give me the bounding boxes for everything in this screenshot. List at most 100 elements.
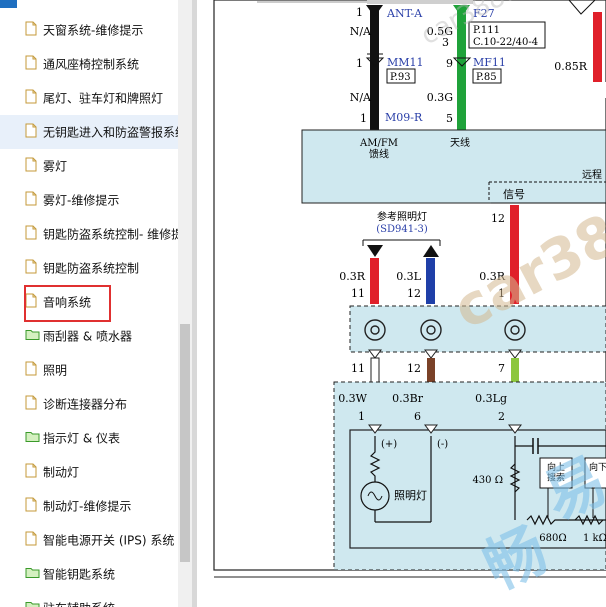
signal-label: 信号 (503, 188, 525, 201)
pane-splitter[interactable] (192, 0, 197, 607)
unit-label: 远程 (582, 169, 602, 181)
resistor-label: 1 kΩ (583, 533, 606, 544)
document-icon (25, 497, 37, 515)
pin-label: 1 (360, 112, 367, 125)
page-ref: P.111 (473, 25, 500, 36)
wire-color-label: N/A (350, 25, 372, 38)
tree-item[interactable]: 钥匙防盗系统控制- 维修提示 (0, 217, 180, 251)
toolbar-tab[interactable] (0, 0, 17, 8)
wire-red (510, 205, 519, 304)
document-icon (25, 395, 37, 413)
tree-item-label: 智能钥匙系统 (43, 567, 116, 582)
pin-label: 7 (498, 362, 505, 375)
document-icon (25, 21, 37, 39)
ref-code: (SD941-3) (376, 224, 428, 235)
document-icon (25, 225, 37, 243)
tree-item-label: 制动灯-维修提示 (43, 499, 132, 514)
pin-label: 11 (351, 362, 365, 375)
tree-item[interactable]: 驻车辅助系统 (0, 591, 180, 607)
connector-label: MF11 (473, 56, 506, 69)
tree-item[interactable]: 指示灯 & 仪表 (0, 421, 180, 455)
tree-scrollbar-thumb[interactable] (180, 324, 190, 562)
connector-label: MM11 (387, 56, 424, 69)
tree-item[interactable]: 制动灯-维修提示 (0, 489, 180, 523)
page-ref: C.10-22/40-4 (473, 37, 538, 48)
folder-icon (25, 329, 40, 344)
tree-item[interactable]: 尾灯、驻车灯和牌照灯 (0, 81, 180, 115)
document-icon (25, 123, 37, 141)
tree-item[interactable]: 天窗系统-维修提示 (0, 13, 180, 47)
lamp-label: 照明灯 (394, 489, 427, 502)
tree-item-label: 钥匙防盗系统控制 (43, 261, 140, 276)
tree-item[interactable]: 钥匙防盗系统控制 (0, 251, 180, 285)
pin-label: 6 (414, 410, 421, 423)
wiring-diagram: 1 ANT-A N/A 1 MM11 P.93 N/A 1 M09-R F27 … (197, 0, 606, 607)
wire-color-label: 0.3W (338, 392, 367, 405)
document-icon (25, 293, 37, 311)
search-up-switch (539, 457, 573, 489)
lamp-icon (360, 481, 390, 511)
document-icon (25, 55, 37, 73)
connector-arrow (366, 5, 383, 17)
switch-label: 向下 (589, 461, 606, 473)
tree-item[interactable]: 诊断连接器分布 (0, 387, 180, 421)
unit-label: 天线 (450, 136, 470, 149)
tree-item-label: 照明 (43, 363, 68, 378)
tree-item[interactable]: 雾灯 (0, 149, 180, 183)
tree-item[interactable]: 无钥匙进入和防盗警报系统 (0, 115, 180, 149)
tree-item[interactable]: 雾灯-维修提示 (0, 183, 180, 217)
pin-label: 1 (498, 287, 505, 300)
tree-item-label: 雾灯 (43, 159, 68, 174)
pin-label: 3 (442, 36, 449, 49)
pin-label: 5 (446, 112, 453, 125)
pin-label: 1 (356, 6, 363, 19)
tree-item[interactable]: 音响系统 (0, 285, 180, 319)
wire-color-label: N/A (350, 91, 372, 104)
tree-item[interactable]: 制动灯 (0, 455, 180, 489)
tree-item-label: 雾灯-维修提示 (43, 193, 120, 208)
page-ref: P.85 (476, 72, 497, 83)
wiring-diagram-view: 1 ANT-A N/A 1 MM11 P.93 N/A 1 M09-R F27 … (197, 0, 606, 607)
search-down-switch (584, 457, 606, 489)
tree-item[interactable]: 雨刮器 & 喷水器 (0, 319, 180, 353)
tree-item-label: 制动灯 (43, 465, 80, 480)
document-icon (25, 531, 37, 549)
wire-color-label: 0.3L (396, 270, 421, 283)
wire-color-label: 0.3Lg (475, 392, 507, 405)
document-icon (25, 89, 37, 107)
wire-red (593, 12, 602, 82)
tree-item[interactable]: 智能电源开关 (IPS) 系统 (0, 523, 180, 557)
document-icon (25, 463, 37, 481)
tree-item[interactable]: 通风座椅控制系统 (0, 47, 180, 81)
tree-item[interactable]: 照明 (0, 353, 180, 387)
pin-label: 9 (446, 57, 453, 70)
folder-icon (25, 601, 40, 607)
document-tree-panel: 天窗系统-维修提示通风座椅控制系统尾灯、驻车灯和牌照灯无钥匙进入和防盗警报系统雾… (0, 0, 192, 607)
tree-item-label: 通风座椅控制系统 (43, 57, 140, 72)
wire-black (370, 6, 379, 130)
tree-item-label: 雨刮器 & 喷水器 (43, 329, 132, 344)
connector-label: ANT-A (386, 7, 423, 20)
pin-label: 1 (358, 410, 365, 423)
tree-item-label: 尾灯、驻车灯和牌照灯 (43, 91, 164, 106)
tree-item-label: 指示灯 & 仪表 (43, 431, 120, 446)
wire-color-label: 0.85R (554, 60, 587, 73)
tree-item-label: 无钥匙进入和防盗警报系统 (43, 125, 180, 140)
folder-icon (25, 567, 40, 582)
folder-icon (25, 431, 40, 446)
pin-label: 2 (498, 410, 505, 423)
polarity-minus: (-) (437, 439, 448, 450)
tree-item-label: 钥匙防盗系统控制- 维修提示 (43, 227, 180, 242)
tree-item[interactable]: 智能钥匙系统 (0, 557, 180, 591)
pin-label: 12 (491, 212, 505, 225)
connector-label: M09-R (385, 111, 423, 124)
resistor-label: 430 Ω (472, 475, 503, 486)
wire-color-label: 0.3R (339, 270, 365, 283)
tree-item-label: 音响系统 (43, 295, 92, 310)
tree-item-label: 诊断连接器分布 (43, 397, 128, 412)
switch-label: 向上搜索 (547, 461, 565, 483)
wire-color-label: 0.3Br (392, 392, 424, 405)
tree-item-label: 驻车辅助系统 (43, 600, 115, 607)
document-icon (25, 157, 37, 175)
